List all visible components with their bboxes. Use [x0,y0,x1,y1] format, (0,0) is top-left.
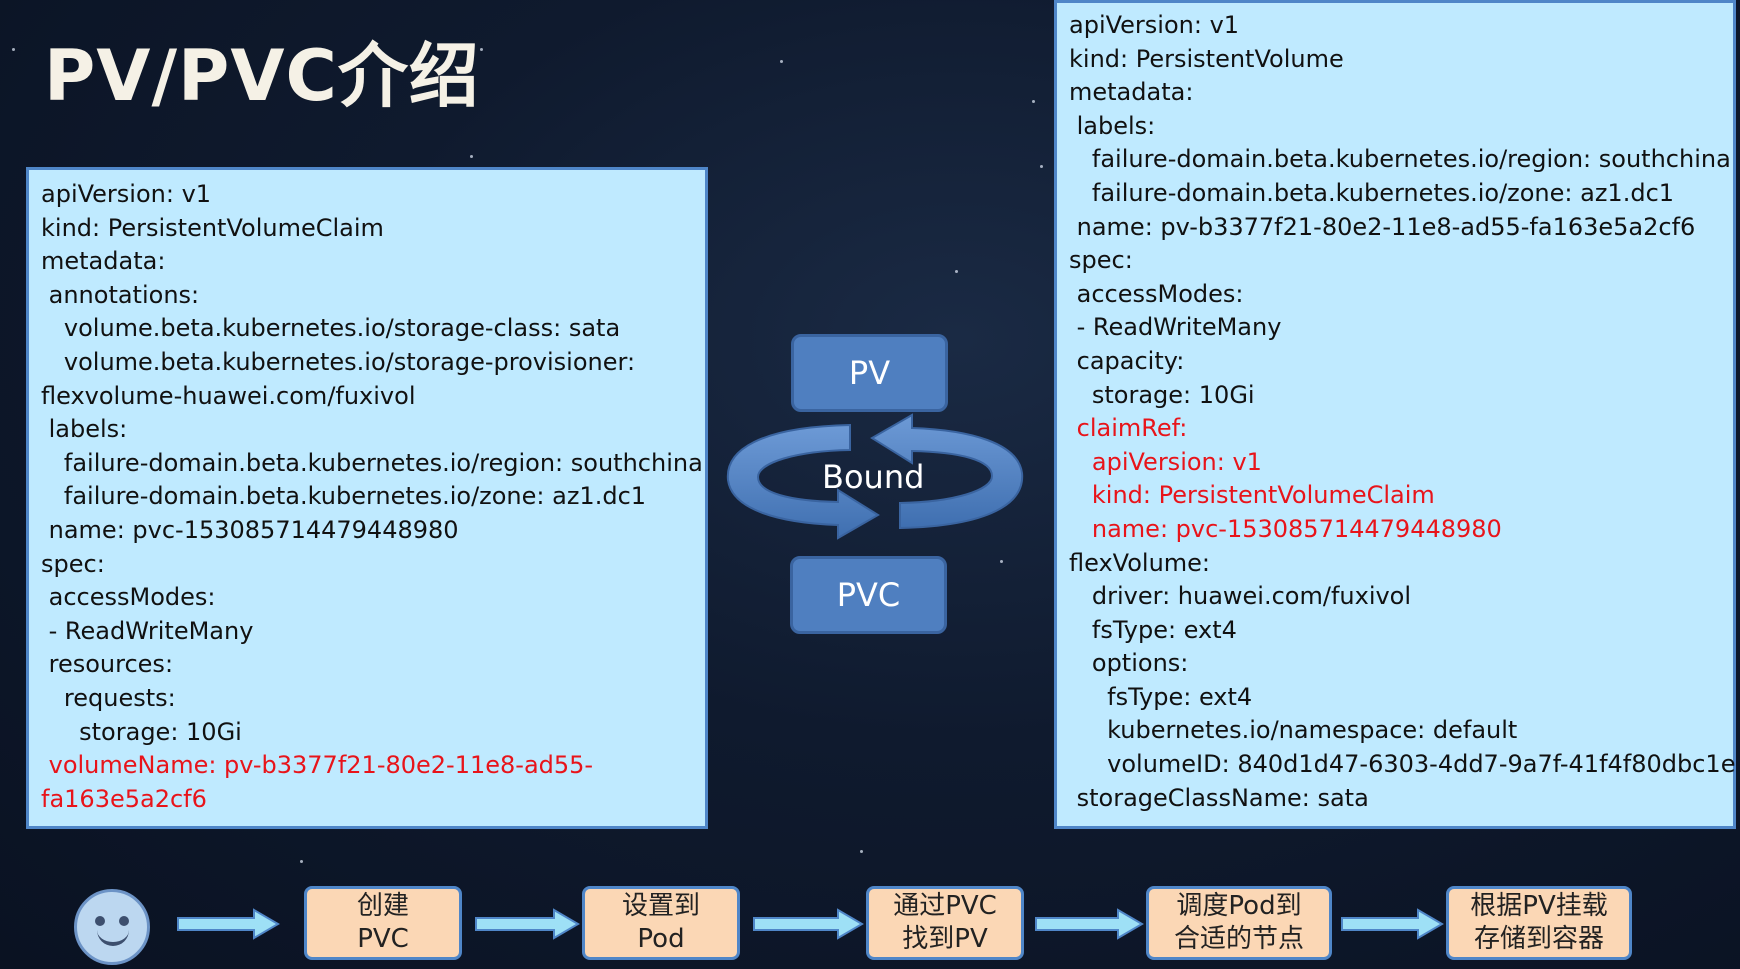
flow-arrow-icon [1341,908,1444,940]
pv-yaml-line: apiVersion: v1 [1069,11,1240,39]
star [860,850,863,853]
flow-step-line1: 调度Pod到 [1176,891,1302,921]
star [470,155,473,158]
pv-yaml-line: - ReadWriteMany [1069,313,1282,342]
smiley-mouth-icon [97,922,129,946]
flow-step-mount-storage: 根据PV挂载 存储到容器 [1446,886,1632,960]
star [1032,100,1035,103]
flow-step-schedule-pod: 调度Pod到 合适的节点 [1146,886,1332,960]
pvc-yaml-line: apiVersion: v1 [41,180,212,208]
pvc-yaml-line: fa163e5a2cf6 [41,784,207,813]
pv-yaml-line: driver: huawei.com/fuxivol [1069,582,1412,611]
pv-yaml-line: kind: PersistentVolumeClaim [1069,481,1435,510]
star [12,48,15,51]
pv-yaml-line: failure-domain.beta.kubernetes.io/zone: … [1069,178,1675,207]
pv-yaml-line: storageClassName: sata [1069,783,1369,812]
pv-yaml-line: spec: [1069,246,1133,275]
pvc-yaml-line: volume.beta.kubernetes.io/storage-provis… [41,347,636,376]
pvc-yaml-panel: apiVersion: v1 kind: PersistentVolumeClai… [26,167,708,829]
pv-yaml-line: options: [1069,649,1189,678]
pv-yaml-line: volumeID: 840d1d47-6303-4dd7-9a7f-41f4f8… [1069,750,1736,779]
pvc-yaml-line: storage: 10Gi [41,717,242,746]
pvc-yaml-line: failure-domain.beta.kubernetes.io/zone: … [41,482,647,511]
flow-arrow-icon [475,908,580,940]
star [300,860,303,863]
pv-yaml-line: name: pvc-153085714479448980 [1069,514,1502,543]
pvc-yaml-line: spec: [41,549,105,578]
pvc-yaml-line: metadata: [41,247,166,276]
pvc-yaml-line: resources: [41,650,174,679]
flow-step-line1: 根据PV挂载 [1470,891,1608,921]
pvc-yaml-line: volume.beta.kubernetes.io/storage-class:… [41,314,621,343]
pv-yaml-line: flexVolume: [1069,548,1211,577]
pv-node: PV [791,334,948,412]
pvc-yaml-line: annotations: [41,280,200,309]
pv-yaml-line: failure-domain.beta.kubernetes.io/region… [1069,145,1731,174]
flow-step-set-pod: 设置到 Pod [582,886,740,960]
pv-node-label: PV [848,354,891,392]
pvc-node-label: PVC [836,576,901,614]
pvc-yaml-line: kind: PersistentVolumeClaim [41,213,384,242]
flow-arrow-icon [1035,908,1144,940]
smiley-eye-icon [119,916,129,926]
user-smiley-icon [74,889,150,965]
flow-step-line2: PVC [357,924,409,954]
pvc-yaml-line: labels: [41,415,128,444]
pv-yaml-line: claimRef: [1069,414,1188,443]
pv-yaml-line: kubernetes.io/namespace: default [1069,716,1518,745]
flow-arrow-icon [177,908,280,940]
flow-step-find-pv: 通过PVC 找到PV [866,886,1024,960]
pvc-yaml-line: failure-domain.beta.kubernetes.io/region… [41,448,703,477]
star [780,60,783,63]
flow-step-create-pvc: 创建 PVC [304,886,462,960]
pvc-node: PVC [790,556,947,634]
flow-step-line2: 找到PV [902,924,988,954]
pv-yaml-line: metadata: [1069,78,1194,107]
page-title: PV/PVC介绍 [44,35,480,117]
flow-arrow-icon [753,908,864,940]
flow-step-line2: 合适的节点 [1173,924,1304,954]
pvc-yaml-line: volumeName: pv-b3377f21-80e2-11e8-ad55- [41,751,594,780]
pv-yaml-line: capacity: [1069,346,1185,375]
pvc-yaml-line: requests: [41,683,176,712]
pvc-yaml-line: flexvolume-huawei.com/fuxivol [41,381,416,410]
star [1040,165,1043,168]
star [1000,560,1003,563]
pv-yaml-panel: apiVersion: v1 kind: PersistentVolume meta… [1054,0,1736,829]
bound-label: Bound [822,458,925,496]
pvc-yaml-line: - ReadWriteMany [41,616,254,645]
pv-yaml-line: storage: 10Gi [1069,380,1255,409]
pvc-yaml-line: accessModes: [41,583,216,612]
pv-yaml-line: name: pv-b3377f21-80e2-11e8-ad55-fa163e5… [1069,212,1696,241]
flow-step-line1: 通过PVC [893,891,997,921]
star [955,270,958,273]
pv-yaml-line: labels: [1069,111,1156,140]
pv-yaml-line: fsType: ext4 [1069,682,1253,711]
star [480,48,483,51]
smiley-eye-icon [95,916,105,926]
flow-step-line2: 存储到容器 [1473,924,1604,954]
flow-step-line2: Pod [637,924,685,954]
pv-yaml-line: kind: PersistentVolume [1069,44,1344,73]
pvc-yaml-line: name: pvc-153085714479448980 [41,515,459,544]
flow-step-line1: 设置到 [621,891,700,921]
pv-yaml-line: fsType: ext4 [1069,615,1237,644]
flow-step-line1: 创建 [356,891,409,921]
bound-cycle-arrows-icon [726,413,1024,540]
pv-yaml-line: apiVersion: v1 [1069,447,1262,476]
pv-yaml-line: accessModes: [1069,279,1244,308]
